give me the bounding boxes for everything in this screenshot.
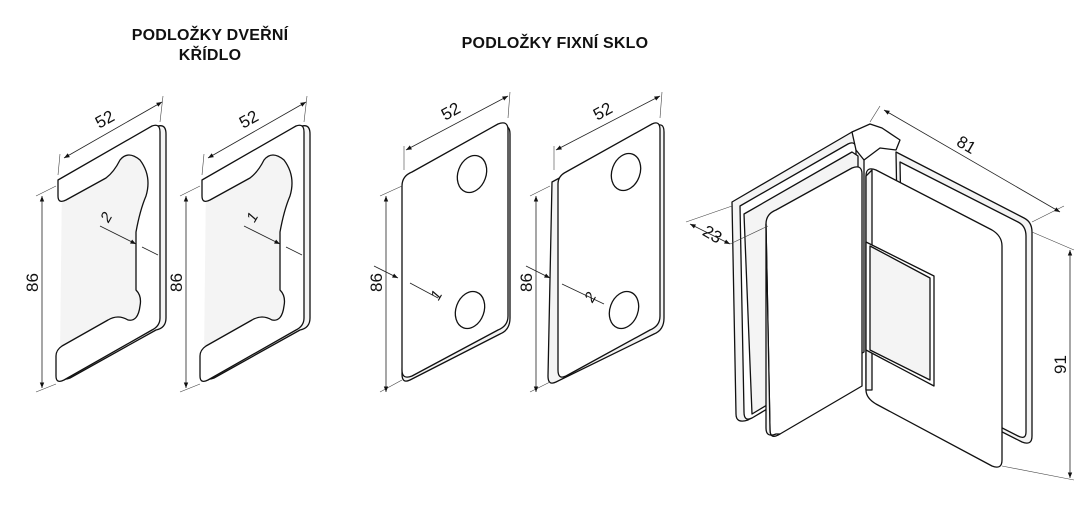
door-shim-1-width-label: 52 <box>92 107 118 133</box>
hinge-height-label: 91 <box>1051 355 1070 374</box>
fixed-shim-2: 52 86 2 <box>517 91 665 393</box>
heading-door-leaf-shims: PODLOŽKY DVEŘNÍ KŘÍDLO <box>131 27 289 64</box>
door-shim-1-height-label: 86 <box>23 273 42 292</box>
fixed-shim-2-height-label: 86 <box>517 273 536 292</box>
fixed-shim-1-height-label: 86 <box>367 273 386 292</box>
fixed-shim-1-width-label: 52 <box>438 99 464 125</box>
heading-fixed-glass-shims: PODLOŽKY FIXNÍ SKLO <box>461 35 649 52</box>
door-shim-2-width-label: 52 <box>236 107 262 133</box>
fixed-shim-2-width-label: 52 <box>590 99 616 125</box>
hinge-depth-label: 23 <box>699 221 725 247</box>
door-shim-2: 52 86 1 <box>167 95 311 393</box>
hinge-width-label: 81 <box>953 132 979 158</box>
fixed-shim-1: 52 86 1 <box>367 91 511 393</box>
door-shim-1: 52 86 2 <box>23 95 167 393</box>
glass-hinge: 81 23 91 <box>685 105 1075 481</box>
door-shim-2-height-label: 86 <box>167 273 186 292</box>
